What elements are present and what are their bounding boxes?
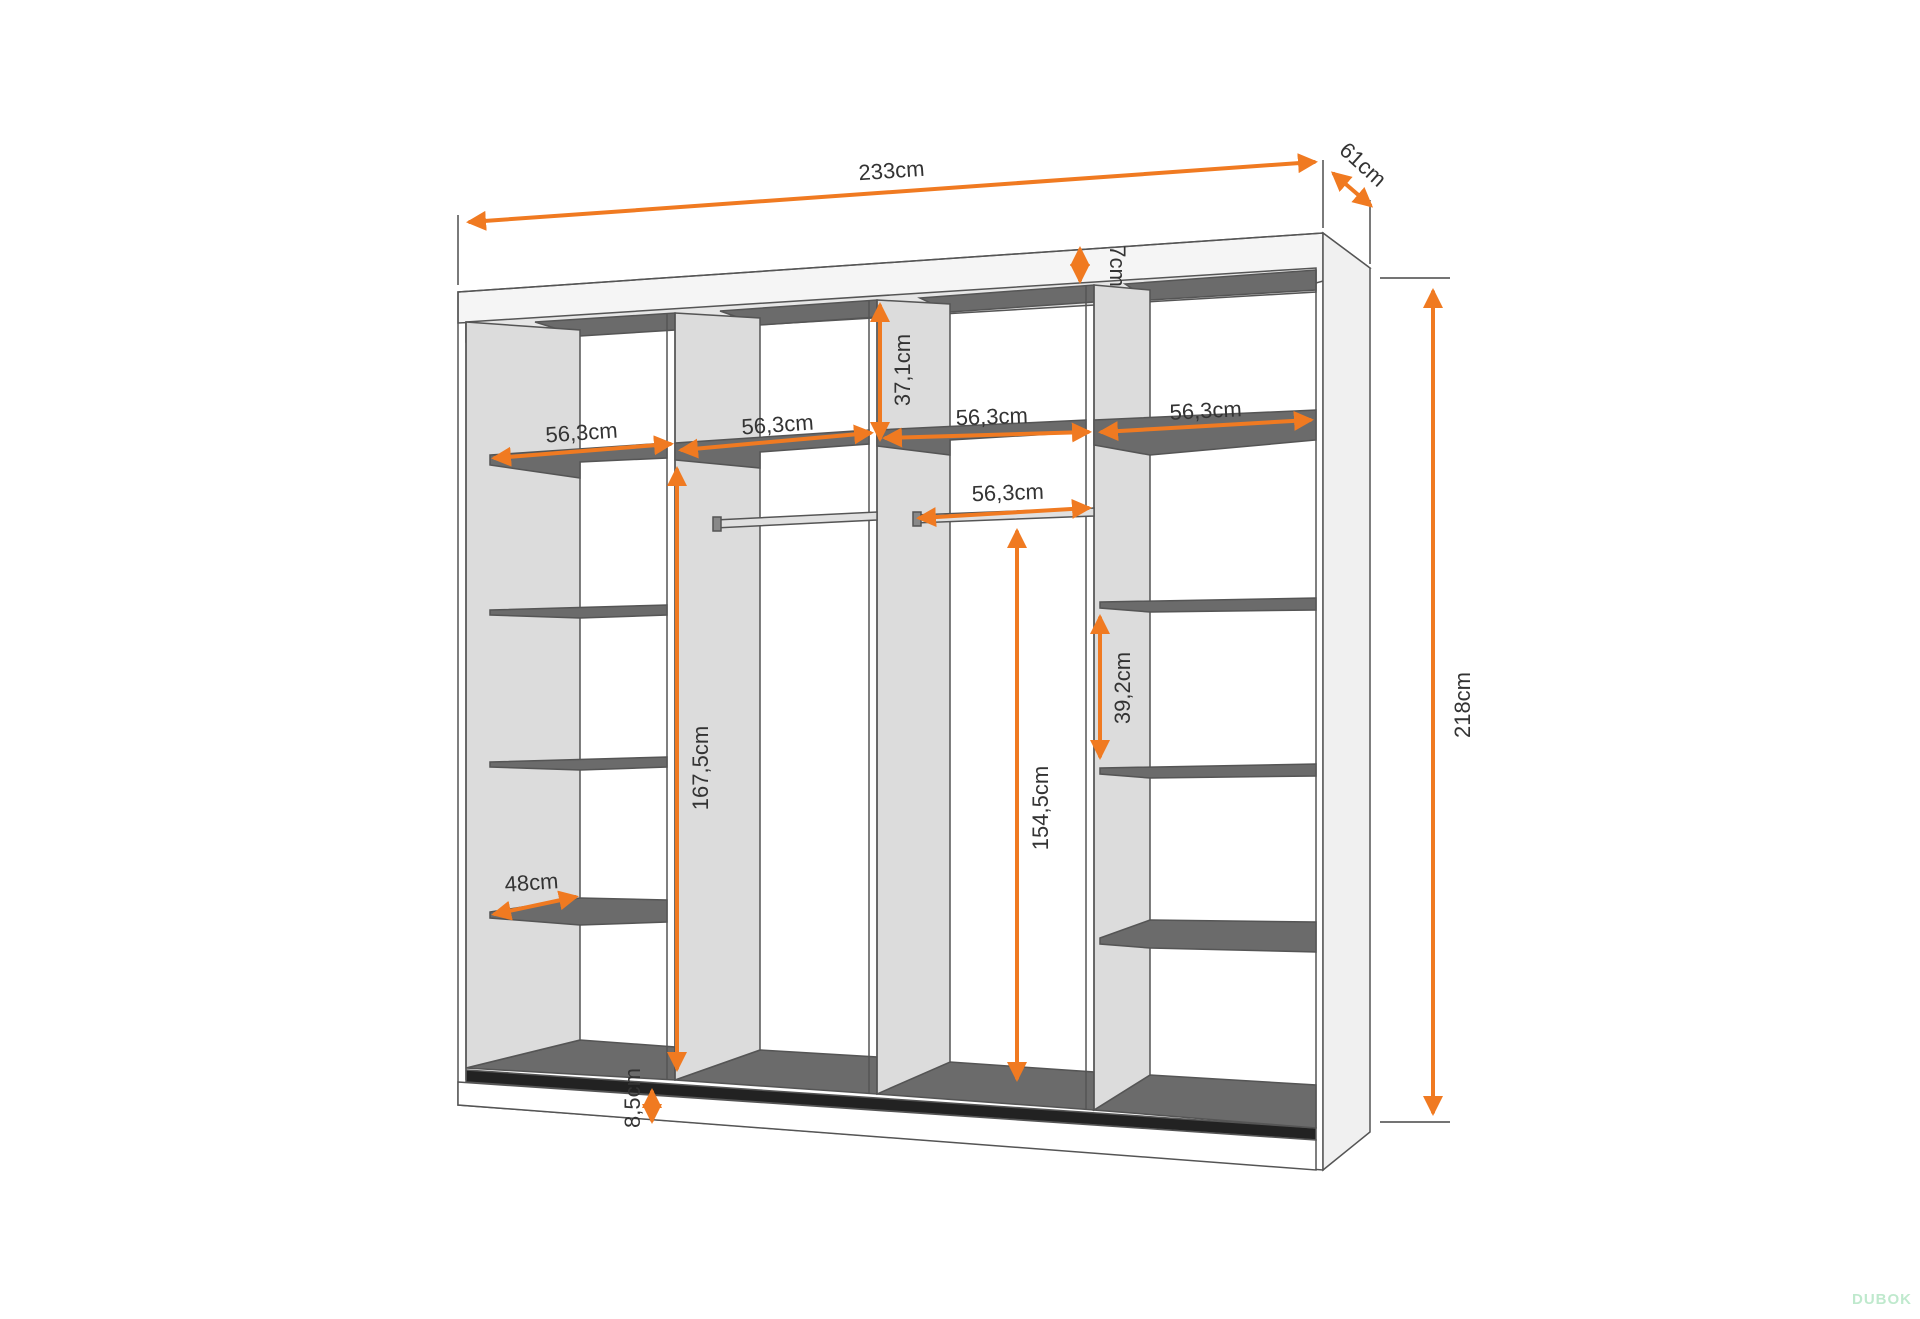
label-section-3: 56,3cm (955, 403, 1028, 431)
label-section-4: 56,3cm (1169, 396, 1242, 425)
side-panels (465, 270, 1317, 1128)
arrow-section-2 (678, 424, 874, 459)
label-shelf-spacing: 39,2cm (1110, 652, 1135, 724)
arrow-rail-width (916, 498, 1092, 528)
left-shelf-1 (489, 604, 668, 619)
arrow-depth (1330, 171, 1374, 208)
label-left-column-height: 167,5cm (688, 726, 713, 810)
extension-lines (457, 160, 1450, 1123)
right-shelf-2 (1099, 763, 1317, 779)
label-total-height: 218cm (1450, 672, 1475, 738)
label-shelf-depth: 48cm (504, 868, 559, 897)
label-section-1: 56,3cm (545, 418, 619, 448)
label-plinth-height: 8,5cm (620, 1068, 645, 1128)
label-top-gap: 7cm (1105, 245, 1130, 287)
right-shelf-1 (1099, 597, 1317, 613)
plinth-front (457, 1081, 1317, 1171)
label-top-compartment: 37,1cm (890, 334, 915, 406)
right-shelf-3 (1099, 919, 1317, 953)
label-section-2: 56,3cm (741, 410, 815, 440)
left-shelf-2 (489, 756, 668, 771)
right-shelves (1099, 597, 1317, 953)
arrow-shelf-depth (491, 890, 579, 921)
arrow-total-width (466, 153, 1318, 231)
arrow-section-4 (1098, 410, 1314, 442)
arrow-section-3 (882, 422, 1092, 448)
label-hanging-height: 154,5cm (1028, 766, 1053, 850)
dimension-arrows (466, 153, 1443, 1124)
dimension-labels: 233cm 61cm 218cm 7cm 37,1cm 56,3cm 56,3c… (504, 137, 1475, 1128)
label-total-width: 233cm (858, 156, 926, 186)
divider-2 (876, 299, 951, 1096)
right-side-panel (1322, 231, 1371, 1172)
arrow-section-1 (491, 435, 674, 467)
label-rail-width: 56,3cm (971, 479, 1044, 507)
watermark-logo: DUBOK (1852, 1291, 1912, 1308)
